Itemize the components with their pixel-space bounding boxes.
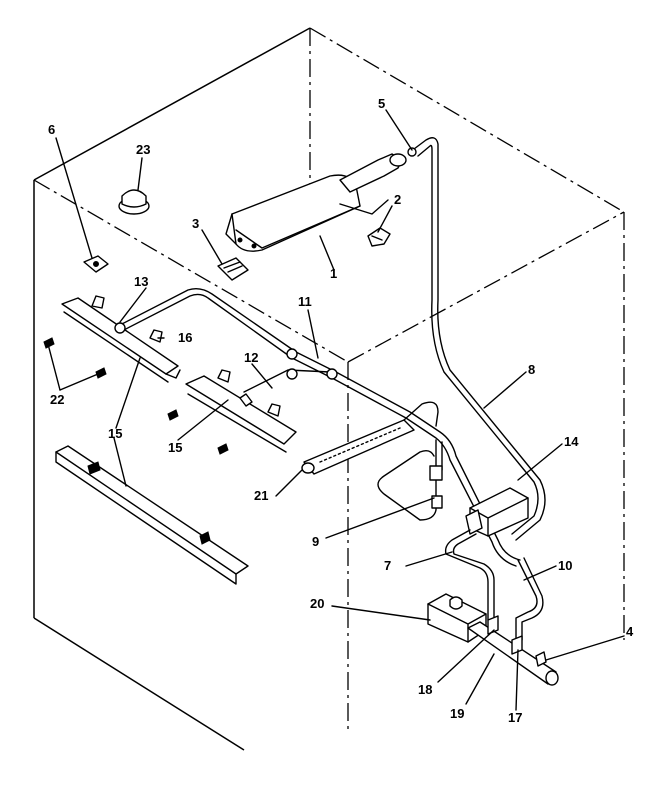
label-1: 1 [330, 266, 337, 281]
tube-7 [444, 529, 495, 621]
label-21: 21 [254, 488, 268, 503]
regulator-14 [465, 487, 529, 537]
clip-3 [217, 257, 249, 281]
label-18: 18 [418, 682, 432, 697]
label-11: 11 [298, 294, 312, 309]
fitting-6 [83, 255, 109, 273]
burner-left [61, 295, 181, 383]
label-12: 12 [244, 350, 258, 365]
label-2: 2 [394, 192, 401, 207]
label-9: 9 [312, 534, 319, 549]
label-15a: 15 [108, 426, 122, 441]
bracket-2 [367, 227, 391, 247]
broiler-burner [225, 153, 407, 252]
label-5: 5 [378, 96, 385, 111]
label-14: 14 [564, 434, 579, 449]
main-manifold-pipe [467, 615, 559, 686]
label-16: 16 [178, 330, 192, 345]
label-19: 19 [450, 706, 464, 721]
leader-lines [47, 109, 625, 711]
burner-middle [185, 369, 297, 453]
label-8: 8 [528, 362, 535, 377]
cabinet-outline [33, 27, 625, 751]
tube-8-and-elbow-5 [407, 137, 546, 541]
tube-9 [377, 439, 443, 521]
label-15b: 15 [168, 440, 182, 455]
part-labels: 6 23 3 1 2 5 13 16 22 15 15 12 11 8 14 2… [48, 96, 634, 725]
manifold-tubes [114, 287, 521, 567]
label-7: 7 [384, 558, 391, 573]
label-13: 13 [134, 274, 148, 289]
grommet-23 [118, 189, 150, 215]
screws-22 [43, 337, 229, 455]
label-22: 22 [50, 392, 64, 407]
label-10: 10 [558, 558, 572, 573]
label-4: 4 [626, 624, 634, 639]
burner-rail-bottom [55, 445, 249, 585]
tube-10 [515, 557, 544, 641]
oven-burner-21 [301, 401, 439, 475]
label-17: 17 [508, 710, 522, 725]
label-23: 23 [136, 142, 150, 157]
label-6: 6 [48, 122, 55, 137]
label-20: 20 [310, 596, 324, 611]
label-3: 3 [192, 216, 199, 231]
